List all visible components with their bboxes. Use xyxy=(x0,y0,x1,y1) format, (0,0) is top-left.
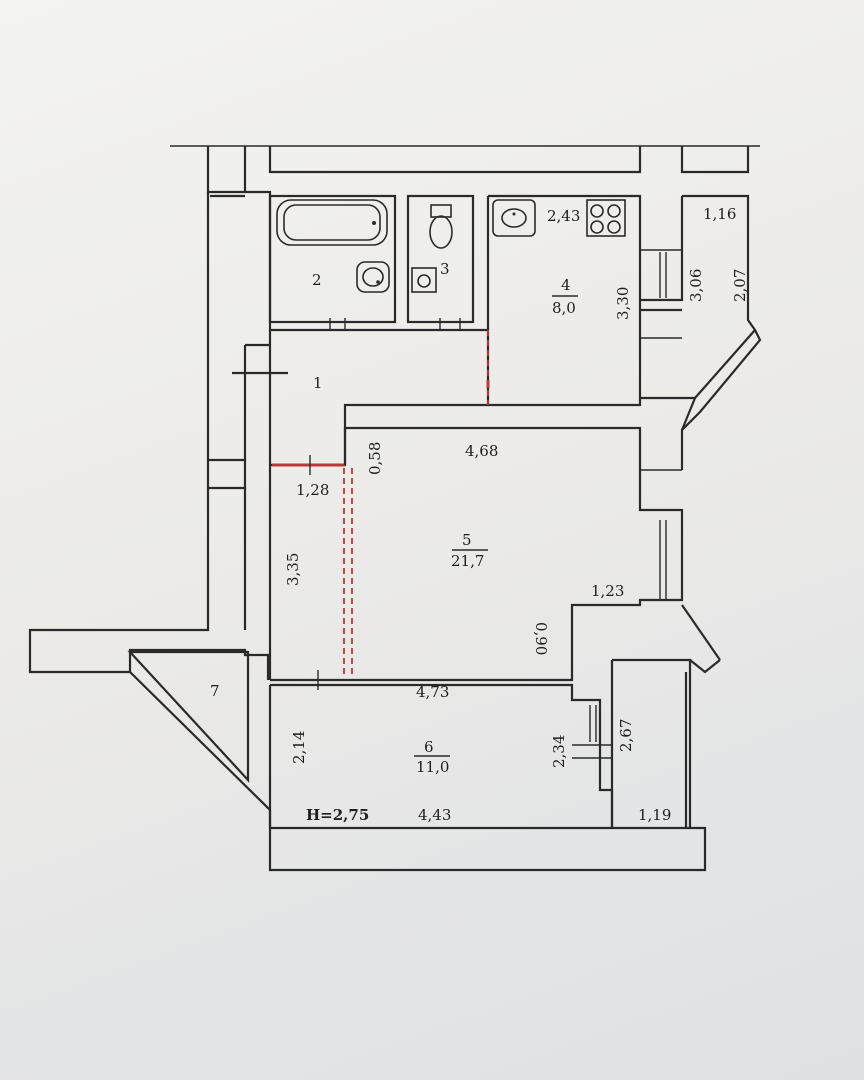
dim-hall-width: 1,28 xyxy=(296,481,329,499)
room-area-6: 11,0 xyxy=(416,758,449,776)
room-number-7: 7 xyxy=(210,682,220,700)
dim-bedroom-height: 2,14 xyxy=(290,731,308,764)
balcony xyxy=(640,194,762,470)
dim-living-width: 4,68 xyxy=(465,442,498,460)
ceiling-height: H=2,75 xyxy=(306,806,369,824)
dim-corridor-length: 3,35 xyxy=(284,553,302,586)
hallway-1 xyxy=(268,318,490,467)
dim-balcony-top: 1,16 xyxy=(703,205,736,223)
dim-loggia-width: 1,19 xyxy=(638,806,671,824)
room-area-4: 8,0 xyxy=(552,299,576,317)
room-number-2: 2 xyxy=(312,271,322,289)
dim-loggia-outer: 2,67 xyxy=(617,719,635,752)
dim-kitchen-width: 2,43 xyxy=(547,207,580,225)
bathtub-icon xyxy=(276,199,388,246)
dim-balcony-inner: 3,06 xyxy=(687,269,705,302)
loggia xyxy=(610,658,692,828)
dim-living-step: 1,23 xyxy=(591,582,624,600)
living-room-5 xyxy=(268,426,721,690)
stove-icon xyxy=(586,199,626,237)
dim-living-small: 0,90 xyxy=(532,622,550,655)
sink-icon xyxy=(356,261,390,293)
dim-wall-gap: 0,58 xyxy=(366,442,384,475)
room-number-3: 3 xyxy=(440,260,450,278)
toilet-tank-icon xyxy=(430,204,452,218)
room-number-6: 6 xyxy=(424,738,434,756)
toilet-sink-icon xyxy=(411,267,437,293)
labels: 2 3 1 7 4 8,0 5 21,7 6 11,0 2,43 3,30 1,… xyxy=(210,205,749,824)
dim-kitchen-depth: 3,30 xyxy=(614,287,632,320)
toilet-room-3 xyxy=(406,194,475,324)
dim-bedroom-top: 4,73 xyxy=(416,683,449,701)
room-area-5: 21,7 xyxy=(451,552,484,570)
dim-loggia-inner: 2,34 xyxy=(550,735,568,768)
bathroom-2 xyxy=(268,194,397,324)
kitchen-sink-icon xyxy=(492,199,536,237)
room-number-1: 1 xyxy=(313,374,323,392)
room-number-5: 5 xyxy=(462,531,472,549)
dim-bedroom-bottom: 4,43 xyxy=(418,806,451,824)
toilet-bowl-icon xyxy=(429,215,453,249)
room-number-4: 4 xyxy=(561,276,571,294)
dim-balcony-outer: 2,07 xyxy=(731,269,749,302)
